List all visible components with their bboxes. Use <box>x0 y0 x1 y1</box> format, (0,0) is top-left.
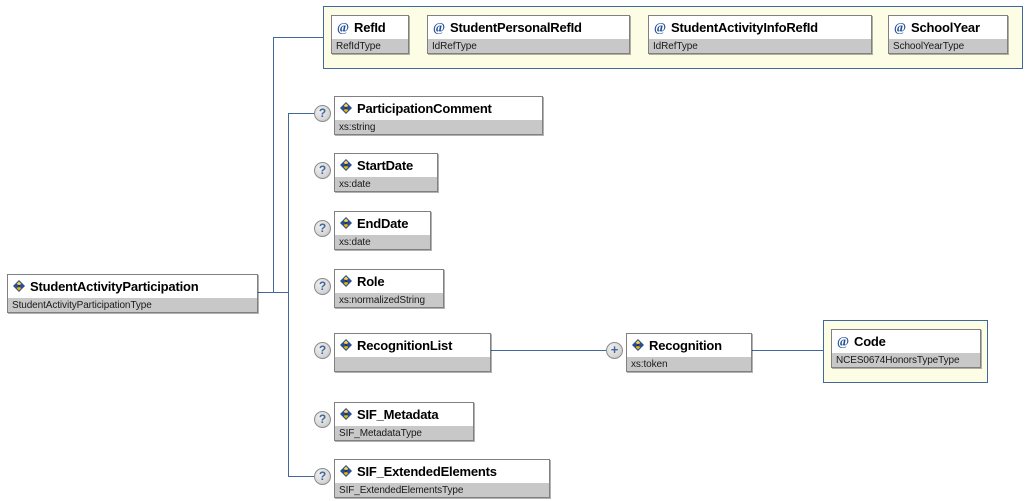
connector-children-spine <box>288 113 289 476</box>
attribute-node-studentactivityinforefid[interactable]: @ StudentActivityInfoRefId IdRefType <box>648 15 872 54</box>
root-name-label: StudentActivityParticipation <box>30 278 199 294</box>
element-type-row: xs:date <box>335 234 430 249</box>
attribute-name-label: RefId <box>354 19 386 35</box>
root-type-row: StudentActivityParticipationType <box>8 297 257 312</box>
connector-recognitionlist-to-recognition <box>491 350 607 351</box>
connector-attribute-horizontal <box>273 37 323 38</box>
occurrence-marker-optional[interactable]: ? <box>314 411 331 428</box>
element-name-label: ParticipationComment <box>357 100 492 116</box>
connector-recognition-to-code <box>752 350 823 351</box>
element-node-recognition[interactable]: Recognition xs:token <box>626 333 752 372</box>
connector-child-1 <box>288 113 314 114</box>
element-node-sif-extendedelements[interactable]: SIF_ExtendedElements SIF_ExtendedElement… <box>334 459 550 498</box>
occurrence-marker-optional[interactable]: ? <box>314 468 331 485</box>
svg-text:@: @ <box>894 20 906 34</box>
attribute-type-row: IdRefType <box>649 38 871 53</box>
svg-text:@: @ <box>654 20 666 34</box>
attribute-type-row: IdRefType <box>428 38 629 53</box>
element-name-row: Role <box>335 270 443 292</box>
element-icon <box>340 339 352 351</box>
root-element-node[interactable]: StudentActivityParticipation StudentActi… <box>7 274 258 313</box>
element-name-row: SIF_ExtendedElements <box>335 460 549 482</box>
attribute-name-row: @ SchoolYear <box>889 16 1007 38</box>
element-node-enddate[interactable]: EndDate xs:date <box>334 211 431 250</box>
attribute-node-studentpersonalrefid[interactable]: @ StudentPersonalRefId IdRefType <box>427 15 630 54</box>
occurrence-marker-optional[interactable]: ? <box>314 162 331 179</box>
occurrence-marker-expand[interactable]: + <box>606 342 623 359</box>
connector-attribute-vertical <box>273 37 274 293</box>
element-node-startdate[interactable]: StartDate xs:date <box>334 153 438 192</box>
attribute-icon: @ <box>433 20 445 34</box>
attribute-node-code[interactable]: @ Code NCES0674HonorsTypeType <box>831 329 981 368</box>
attribute-node-refid[interactable]: @ RefId RefIdType <box>331 15 409 54</box>
element-node-sif-metadata[interactable]: SIF_Metadata SIF_MetadataType <box>334 402 474 441</box>
root-name-row: StudentActivityParticipation <box>8 275 257 297</box>
attribute-name-label: StudentPersonalRefId <box>450 19 582 35</box>
element-type-row <box>335 356 490 371</box>
element-node-recognitionlist[interactable]: RecognitionList <box>334 333 491 372</box>
attribute-name-label: SchoolYear <box>911 19 980 35</box>
element-type-row: SIF_ExtendedElementsType <box>335 482 549 497</box>
attribute-name-row: @ RefId <box>332 16 408 38</box>
element-icon <box>340 408 352 420</box>
attribute-icon: @ <box>837 334 849 348</box>
attribute-name-label: Code <box>854 333 886 349</box>
element-name-label: RecognitionList <box>357 337 453 353</box>
attribute-type-row: NCES0674HonorsTypeType <box>832 352 980 367</box>
element-name-row: SIF_Metadata <box>335 403 473 425</box>
element-icon <box>340 465 352 477</box>
attribute-icon: @ <box>337 20 349 34</box>
element-name-label: Recognition <box>649 337 722 353</box>
element-name-label: EndDate <box>357 215 409 231</box>
element-node-participationcomment[interactable]: ParticipationComment xs:string <box>334 96 543 135</box>
element-icon <box>340 275 352 287</box>
connector-child-7 <box>288 476 314 477</box>
attribute-node-schoolyear[interactable]: @ SchoolYear SchoolYearType <box>888 15 1008 54</box>
attribute-name-row: @ Code <box>832 330 980 352</box>
attribute-name-row: @ StudentPersonalRefId <box>428 16 629 38</box>
attribute-type-row: RefIdType <box>332 38 408 53</box>
occurrence-marker-optional[interactable]: ? <box>314 278 331 295</box>
element-type-row: xs:normalizedString <box>335 292 443 307</box>
element-icon <box>340 102 352 114</box>
element-node-role[interactable]: Role xs:normalizedString <box>334 269 444 308</box>
element-name-row: EndDate <box>335 212 430 234</box>
attribute-name-row: @ StudentActivityInfoRefId <box>649 16 871 38</box>
svg-text:@: @ <box>433 20 445 34</box>
element-name-row: Recognition <box>627 334 751 356</box>
element-type-row: xs:string <box>335 119 542 134</box>
element-icon <box>632 339 644 351</box>
attribute-type-row: SchoolYearType <box>889 38 1007 53</box>
element-name-row: ParticipationComment <box>335 97 542 119</box>
element-name-label: StartDate <box>357 157 413 173</box>
element-type-row: SIF_MetadataType <box>335 425 473 440</box>
occurrence-marker-optional[interactable]: ? <box>314 105 331 122</box>
element-icon <box>13 280 25 292</box>
element-icon <box>340 159 352 171</box>
element-type-row: xs:date <box>335 176 437 191</box>
attribute-icon: @ <box>654 20 666 34</box>
element-name-label: SIF_Metadata <box>357 406 439 422</box>
element-name-row: RecognitionList <box>335 334 490 356</box>
occurrence-marker-optional[interactable]: ? <box>314 220 331 237</box>
element-name-label: Role <box>357 273 385 289</box>
occurrence-marker-optional[interactable]: ? <box>314 342 331 359</box>
element-name-label: SIF_ExtendedElements <box>357 463 497 479</box>
svg-text:@: @ <box>837 334 849 348</box>
element-name-row: StartDate <box>335 154 437 176</box>
attribute-icon: @ <box>894 20 906 34</box>
svg-text:@: @ <box>337 20 349 34</box>
attribute-name-label: StudentActivityInfoRefId <box>671 19 818 35</box>
element-icon <box>340 217 352 229</box>
element-type-row: xs:token <box>627 356 751 371</box>
